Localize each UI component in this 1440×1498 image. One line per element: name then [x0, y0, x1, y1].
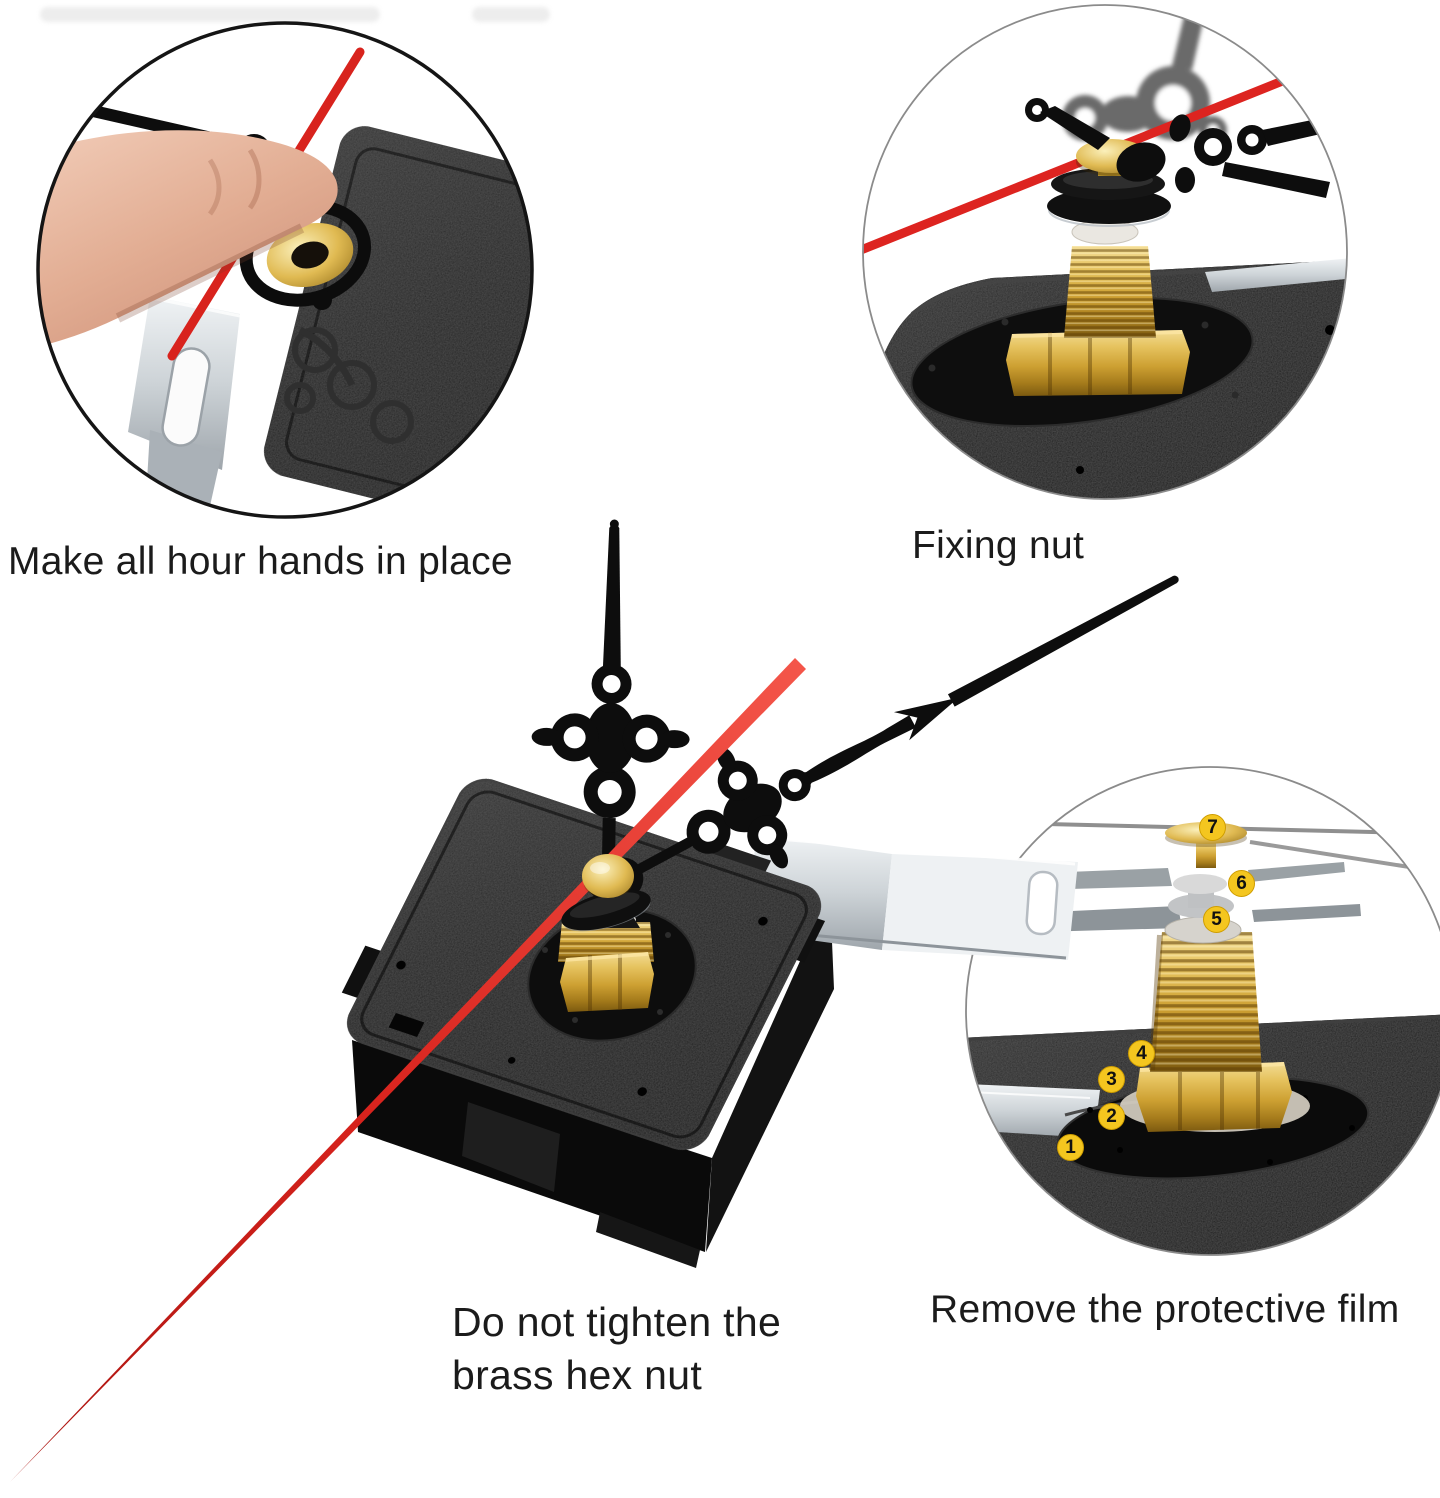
- brass-threaded-shaft: [558, 922, 654, 962]
- brass-button-cap: [582, 854, 634, 898]
- callout-badge-1: 1: [1057, 1134, 1084, 1161]
- ornate-hand-on-body: [284, 326, 414, 444]
- ornate-minute-hand: [1025, 98, 1347, 198]
- brass-threaded-shaft: [1064, 246, 1156, 338]
- caption-fixing-nut: Fixing nut: [912, 524, 1085, 567]
- body-side-step: [596, 1212, 700, 1268]
- watermark-smudge: [472, 7, 550, 22]
- inset-circle-border: [862, 4, 1348, 500]
- inset-protective-film-photo: [965, 766, 1440, 1256]
- brass-hex-nut: [560, 952, 654, 1012]
- brass-hex-nut: [1136, 1062, 1292, 1132]
- finger-pressing-hand: [38, 130, 338, 350]
- note-line-1: Do not tighten the: [452, 1299, 782, 1345]
- caption-hands-in-place: Make all hour hands in place: [8, 540, 513, 583]
- caption-remove-film: Remove the protective film: [930, 1288, 1400, 1331]
- brass-threaded-shaft: [1149, 932, 1262, 1072]
- note-do-not-tighten: Do not tighten the brass hex nut: [452, 1296, 781, 1402]
- blurred-gray-hand: [1062, 8, 1227, 144]
- battery-door: [462, 1102, 560, 1192]
- inset-fixing-nut-photo: [862, 4, 1348, 500]
- note-line-2: brass hex nut: [452, 1352, 703, 1398]
- clock-movement-product: [10, 519, 1179, 1482]
- body-side-wall: [706, 894, 834, 1252]
- callout-badge-7: 7: [1199, 814, 1226, 841]
- inset-hands-in-place-photo: [36, 21, 534, 519]
- shaft-washer: [561, 889, 651, 932]
- inset-circle-border: [965, 766, 1440, 1256]
- callout-badge-4: 4: [1128, 1040, 1155, 1067]
- brass-hex-nut: [1006, 330, 1190, 396]
- watermark-smudge: [40, 7, 380, 22]
- inset-circle-border: [36, 21, 534, 519]
- callout-badge-6: 6: [1228, 870, 1255, 897]
- hour-hand: [531, 519, 690, 902]
- second-hand-red: [863, 69, 1305, 257]
- callout-badge-3: 3: [1098, 1066, 1125, 1093]
- minute-hand: [601, 575, 1179, 900]
- callout-badge-2: 2: [1098, 1103, 1125, 1130]
- callout-badge-5: 5: [1203, 906, 1230, 933]
